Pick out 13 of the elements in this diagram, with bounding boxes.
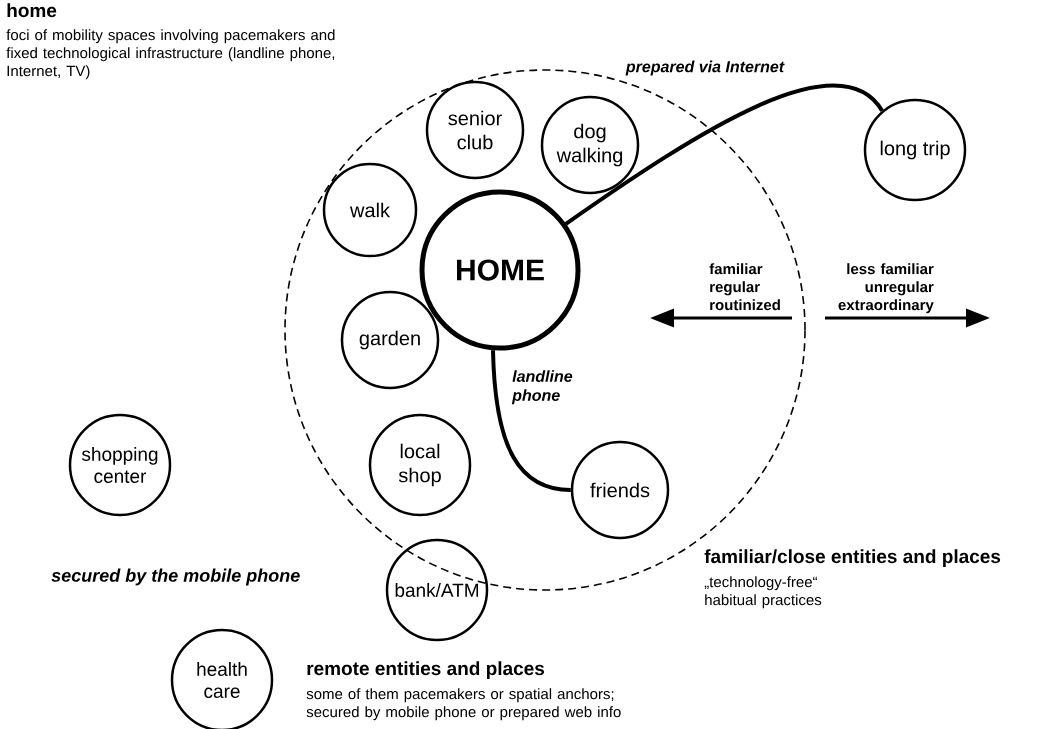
text-label: foci of mobility spaces involving pacemakers and fixed technological infrastructure (landline phone, Internet, TV) <box>6 29 335 80</box>
edge-label: landline phone <box>511 370 573 405</box>
text-label: secured by the mobile phone <box>51 568 300 586</box>
text-label: some of them pacemakers or spatial anchors; secured by mobile phone or prepared web info <box>306 688 621 721</box>
text-label: remote entities and places <box>307 661 545 679</box>
text-label: familiar regular routinized <box>709 263 780 311</box>
text-label: familiar/close entities and places <box>704 549 1001 567</box>
text-label: home <box>7 3 57 18</box>
connector-line <box>564 83 884 226</box>
text-label: „technology-free“ habitual practices <box>704 576 822 609</box>
text-label: less familiar unregular extraordinary <box>838 263 934 314</box>
edge-label: prepared via Internet <box>625 60 785 76</box>
connector-line <box>491 350 571 492</box>
